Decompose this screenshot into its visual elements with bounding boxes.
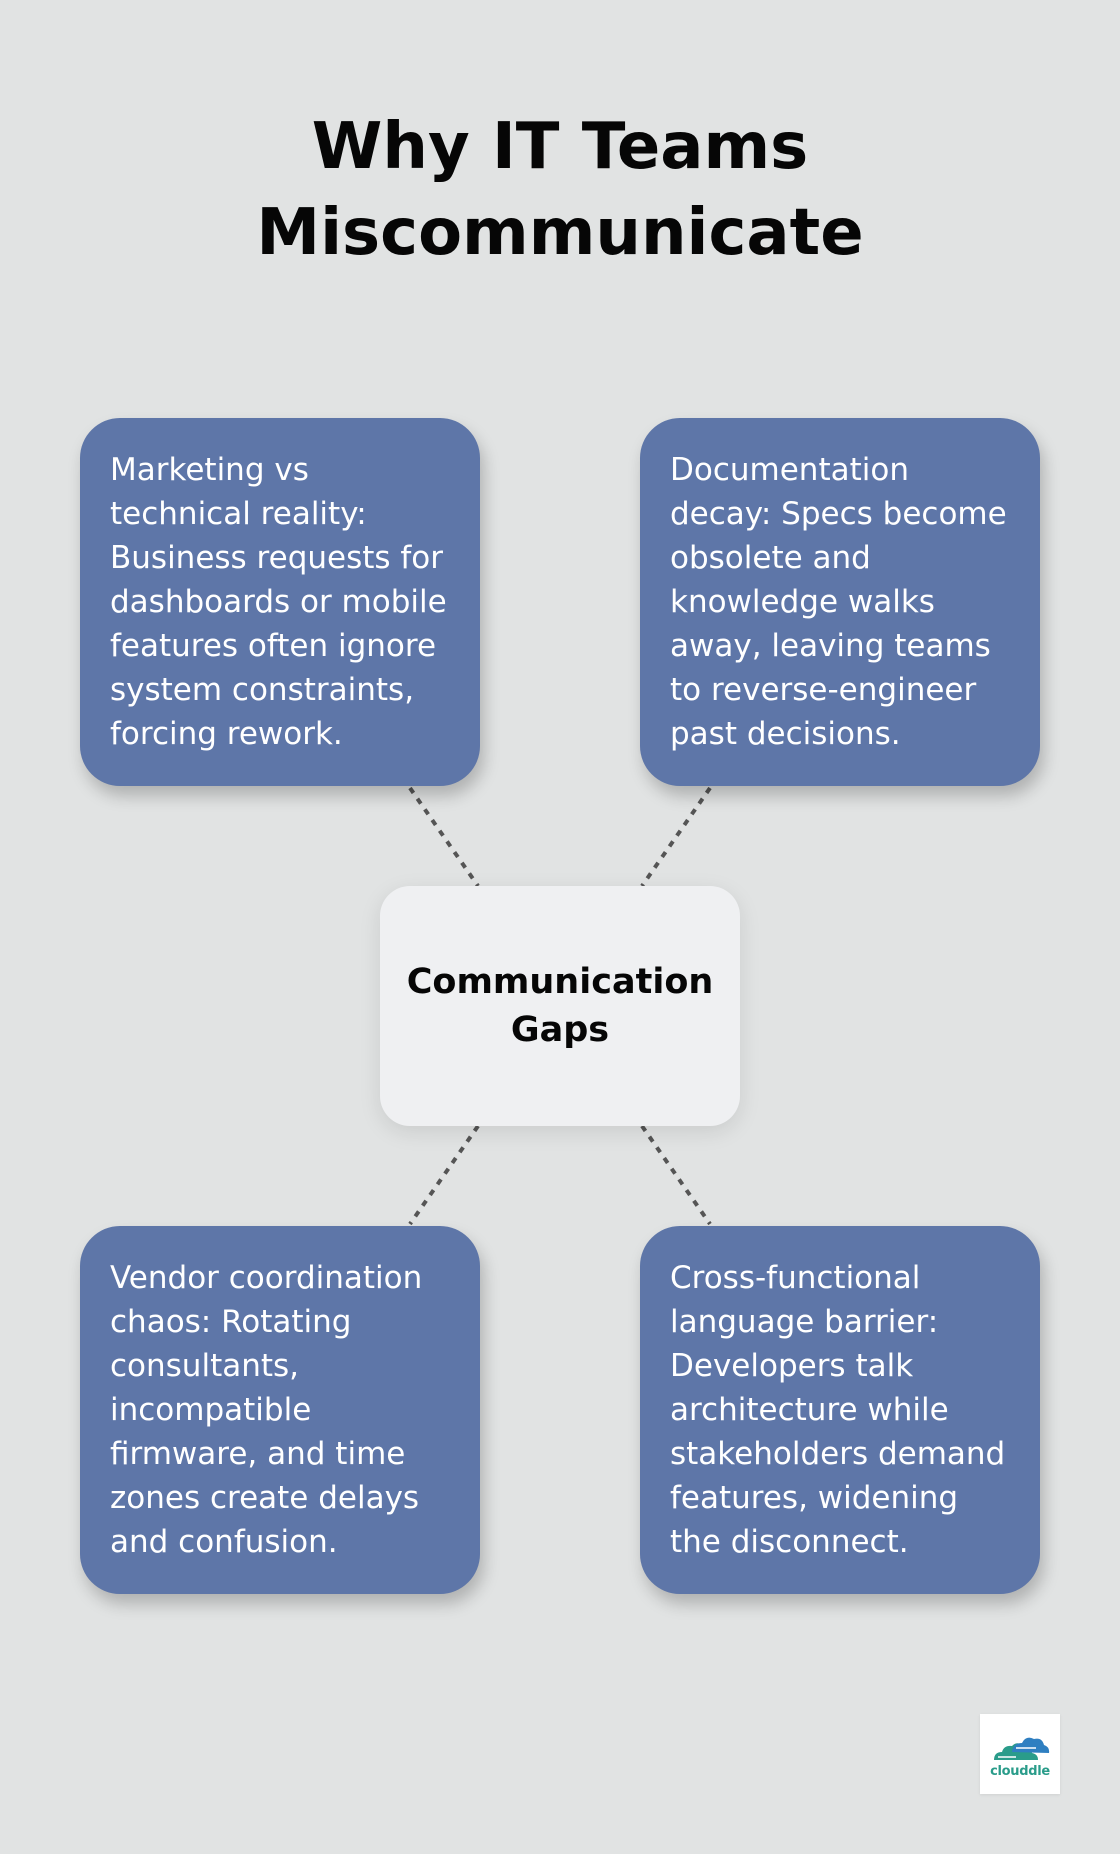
- clouddle-logo: clouddle: [980, 1714, 1060, 1794]
- connector-top-left: [408, 786, 480, 888]
- connector-top-right: [640, 786, 712, 888]
- page-title: Why IT Teams Miscommunicate: [0, 104, 1120, 276]
- card-text: Marketing vs technical reality: Business…: [110, 452, 447, 752]
- connector-bottom-left: [408, 1124, 480, 1226]
- center-label-line-2: Gaps: [510, 1010, 610, 1050]
- card-text: Vendor coordination chaos: Rotating cons…: [110, 1260, 423, 1560]
- cloud-icon: [994, 1737, 1050, 1760]
- card-cross-functional-language: Cross-functional language barrier: Devel…: [640, 1226, 1040, 1594]
- card-documentation-decay: Documentation decay: Specs become obsole…: [640, 418, 1040, 786]
- card-text: Documentation decay: Specs become obsole…: [670, 452, 1007, 752]
- center-node-communication-gaps: Communication Gaps: [380, 886, 740, 1126]
- card-marketing-vs-technical: Marketing vs technical reality: Business…: [80, 418, 480, 786]
- connector-bottom-right: [640, 1124, 712, 1226]
- card-vendor-coordination: Vendor coordination chaos: Rotating cons…: [80, 1226, 480, 1594]
- page-title-line-1: Why IT Teams: [311, 110, 809, 184]
- page-title-line-2: Miscommunicate: [256, 196, 864, 270]
- logo-text: clouddle: [990, 1764, 1050, 1779]
- card-text: Cross-functional language barrier: Devel…: [670, 1260, 1006, 1560]
- center-label-line-1: Communication: [406, 962, 714, 1002]
